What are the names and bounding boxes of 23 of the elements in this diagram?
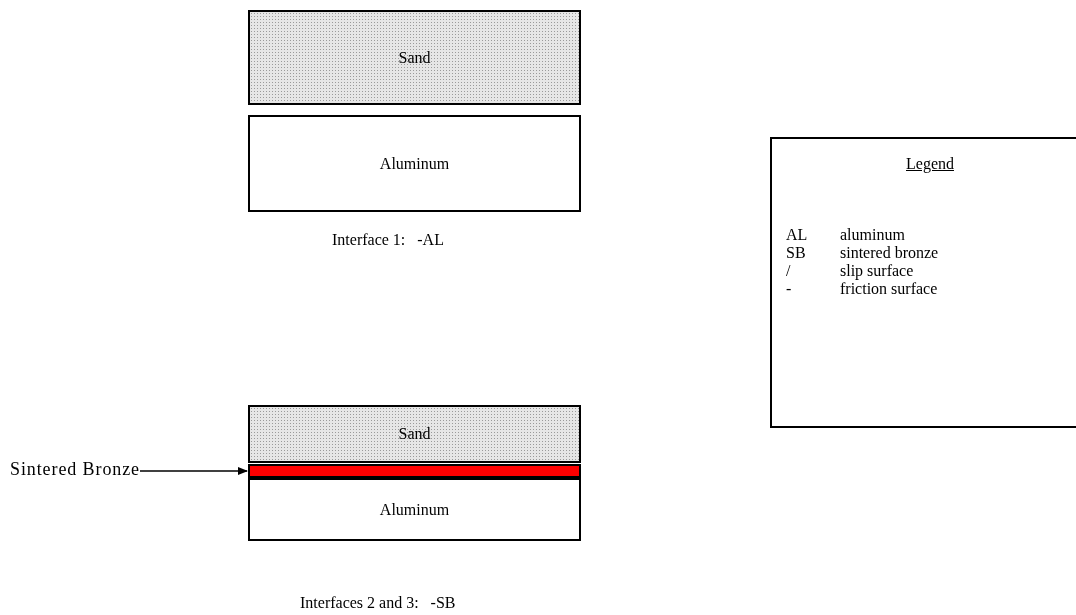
caption: Interface 1: -AL [332, 231, 444, 249]
bronze-layer [248, 464, 581, 478]
legend-abbreviation: SB [786, 244, 806, 262]
layer-label: Aluminum [379, 154, 450, 173]
callout-text: Sintered Bronze [10, 458, 140, 480]
legend-description: aluminum [840, 226, 905, 244]
legend-description: sintered bronze [840, 244, 939, 262]
aluminum-layer [248, 115, 581, 212]
arrow [139, 467, 248, 475]
legend-panel [770, 137, 1076, 428]
legend-abbreviation: / [786, 262, 791, 280]
caption: Interfaces 2 and 3: -SB [300, 594, 456, 612]
aluminum-layer [248, 478, 581, 541]
layer-label: Sand [398, 48, 431, 67]
legend-description: slip surface [840, 262, 914, 280]
layer-label: Aluminum [379, 500, 450, 519]
layer-label: Sand [398, 425, 431, 443]
sand-layer [248, 10, 581, 105]
legend-abbreviation: - [786, 280, 792, 298]
legend-title: Legend [906, 155, 954, 173]
sand-layer [248, 405, 581, 463]
legend-abbreviation: AL [786, 226, 808, 244]
legend-description: friction surface [840, 280, 938, 298]
